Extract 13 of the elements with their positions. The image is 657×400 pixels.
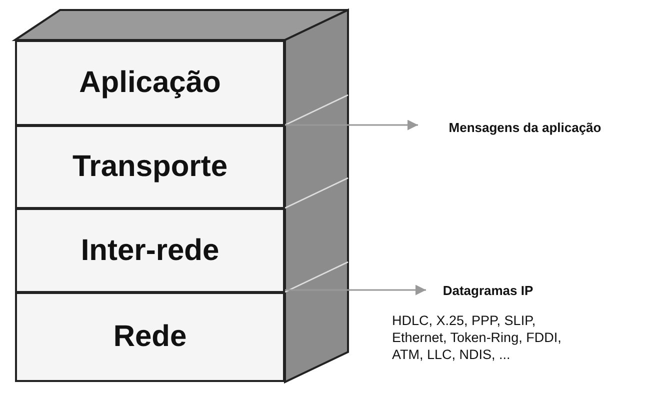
protocol-layer-box — [15, 292, 285, 382]
layer-name: Aplicação — [79, 66, 221, 100]
annotation-text: Datagramas IP — [442, 282, 534, 298]
annotation-text: Mensagens da aplicação — [448, 120, 602, 134]
arrow — [285, 120, 418, 130]
protocol-list-text: HDLC, X.25, PPP, SLIP, Ethernet, Token-Ring, FDDI, ATM, LLC, NDIS, ... — [392, 312, 562, 363]
layer-name: Transporte — [72, 150, 228, 184]
arrow — [285, 284, 426, 296]
layer-name: Rede — [113, 320, 187, 354]
layer-name: Inter-rede — [80, 234, 220, 268]
protocol-layer-box — [15, 125, 285, 209]
protocol-layer-box — [15, 208, 285, 293]
protocol-layer-box — [15, 40, 285, 126]
